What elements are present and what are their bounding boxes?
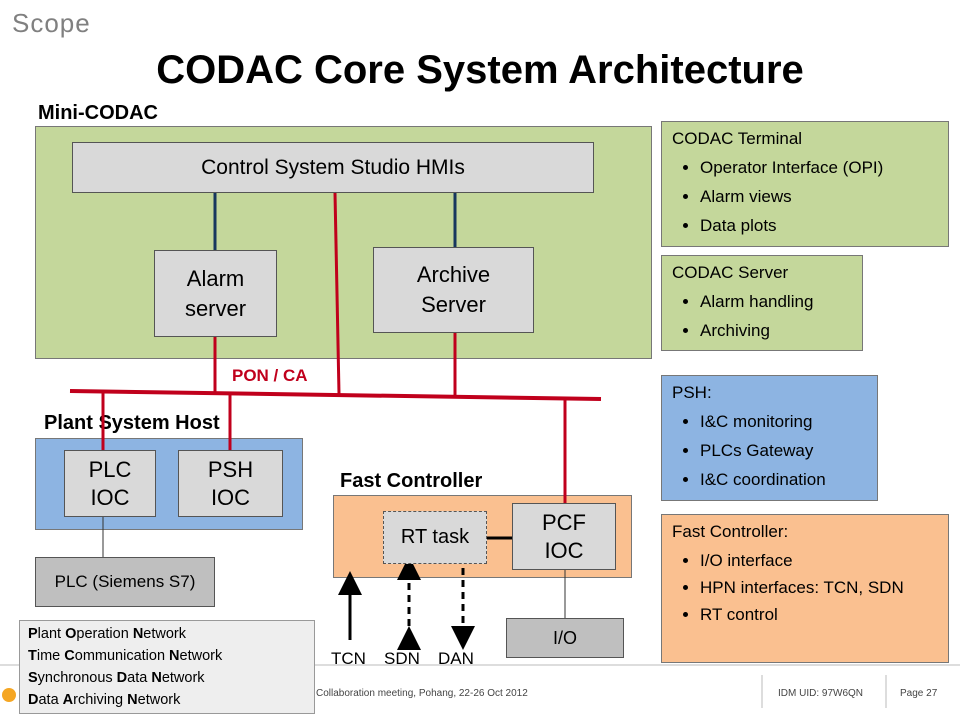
fast-controller-panel: Fast Controller: I/O interface HPN inter… (661, 514, 949, 663)
dan-label: DAN (438, 649, 474, 668)
panel-title: CODAC Terminal (672, 129, 803, 148)
sdn-label: SDN (384, 649, 420, 668)
list-item: Operator Interface (OPI) (700, 153, 938, 182)
hmi-bus-link (333, 192, 341, 395)
alarm-server-box: Alarm server (154, 250, 277, 337)
codac-terminal-panel: CODAC Terminal Operator Interface (OPI) … (661, 121, 949, 247)
section-title: Scope (12, 8, 91, 38)
panel-title: CODAC Server (672, 263, 789, 282)
list-item: Alarm views (700, 182, 938, 211)
list-item: Alarm handling (700, 287, 852, 316)
fast-controller-label: Fast Controller (340, 470, 483, 492)
page-title: CODAC Core System Architecture (156, 48, 804, 92)
pcf-ioc-box: PCF IOC (512, 503, 616, 570)
list-item: Archiving (700, 316, 852, 345)
archive-server-box: Archive Server (373, 247, 534, 333)
legend-row: Synchronous Data Network (28, 670, 205, 686)
list-item: I&C monitoring (700, 407, 867, 436)
plant-system-host-label: Plant System Host (44, 412, 220, 434)
io-box: I/O (506, 618, 624, 658)
legend-row: Plant Operation Network (28, 626, 187, 642)
hmi-box: Control System Studio HMIs (72, 142, 594, 193)
plc-box: PLC (Siemens S7) (35, 557, 215, 607)
footer-page: Page 27 (900, 688, 938, 699)
footer-idm: IDM UID: 97W6QN (778, 688, 864, 699)
rt-task-box: RT task (383, 511, 487, 564)
psh-panel: PSH: I&C monitoring PLCs Gateway I&C coo… (661, 375, 878, 501)
psh-ioc-box: PSH IOC (178, 450, 283, 517)
list-item: I&C coordination (700, 465, 867, 494)
panel-title: Fast Controller: (672, 522, 789, 541)
list-item: I/O interface (700, 546, 938, 575)
footer-logo (2, 688, 16, 702)
list-item: Data plots (700, 211, 938, 240)
panel-title: PSH: (672, 383, 712, 402)
pon-ca-bus (69, 389, 602, 401)
legend-row: Time Communication Network (28, 648, 223, 664)
list-item: HPN interfaces: TCN, SDN (700, 575, 938, 600)
list-item: PLCs Gateway (700, 436, 867, 465)
tcn-label: TCN (331, 649, 366, 668)
mini-codac-label: Mini-CODAC (38, 102, 158, 124)
pon-ca-label: PON / CA (232, 366, 308, 385)
plc-ioc-box: PLC IOC (64, 450, 156, 517)
list-item: RT control (700, 600, 938, 629)
footer-meeting: Collaboration meeting, Pohang, 22-26 Oct… (316, 688, 528, 699)
network-legend: Plant Operation Network Time Communicati… (19, 620, 315, 714)
legend-row: Data Archiving Network (28, 692, 181, 708)
codac-server-panel: CODAC Server Alarm handling Archiving (661, 255, 863, 351)
